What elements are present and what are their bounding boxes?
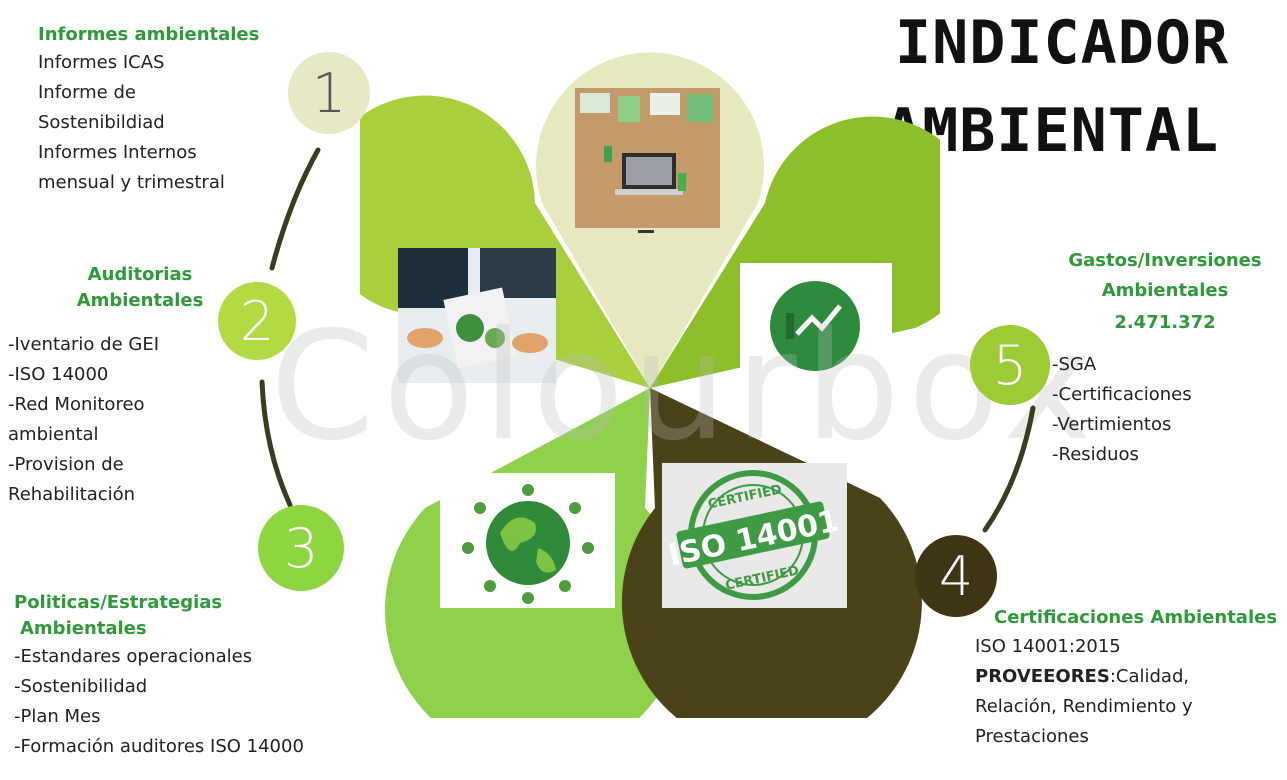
- step-2-item: Rehabilitación: [8, 484, 136, 505]
- step-3-item: -Sostenibilidad: [14, 676, 148, 697]
- step-2-item: ambiental: [8, 424, 99, 445]
- step-5-list: -SGA -Certificaciones -Vertimientos -Res…: [1052, 350, 1272, 470]
- step-3-heading-line1: Politicas/Estrategias: [14, 592, 223, 613]
- step-5-heading-line2: Ambientales: [1101, 280, 1229, 301]
- step-2-number: 2: [239, 289, 275, 353]
- watermark: Colourbox: [270, 300, 1100, 474]
- step-1-heading: Informes ambientales: [38, 24, 260, 45]
- step-2-item: -Provision de: [8, 454, 124, 475]
- step-3-heading-line2: Ambientales: [20, 618, 147, 639]
- step-5-item: -Residuos: [1052, 444, 1139, 465]
- step-3-item: -Estandares operacionales: [14, 646, 253, 667]
- step-1-circle: 1: [288, 52, 370, 134]
- title-line-1: INDICADOR: [895, 8, 1230, 78]
- step-5-amount: 2.471.372: [1114, 312, 1216, 333]
- petal-divider: [638, 230, 654, 233]
- step-4-heading-block: Certificaciones Ambientales: [994, 605, 1284, 631]
- step-2-heading-line1: Auditorias: [87, 264, 193, 285]
- step-4-item: Prestaciones: [975, 726, 1089, 747]
- step-2-item: -ISO 14000: [8, 364, 109, 385]
- laptop-workspace-image: [575, 88, 720, 228]
- step-4-item: ISO 14001:2015: [975, 636, 1121, 657]
- eco-globe-image: [440, 473, 615, 608]
- step-1-item: Informes Internos: [38, 142, 197, 163]
- step-4-circle: 4: [915, 535, 997, 617]
- step-4-list: ISO 14001:2015 PROVEEORES:Calidad, Relac…: [975, 632, 1285, 752]
- step-3-item: -Plan Mes: [14, 706, 101, 727]
- step-5-item: -Vertimientos: [1052, 414, 1172, 435]
- step-3-block: Politicas/Estrategias Ambientales -Estan…: [14, 590, 354, 762]
- step-4-proveedores-line: PROVEEORES:Calidad,: [975, 662, 1285, 692]
- step-1-item: Informe de: [38, 82, 136, 103]
- step-4-item: Relación, Rendimiento y: [975, 696, 1193, 717]
- step-5-heading-line1: Gastos/Inversiones: [1068, 250, 1262, 271]
- step-5-circle: 5: [970, 325, 1050, 405]
- step-1-number: 1: [311, 61, 347, 125]
- step-1-block: Informes ambientales Informes ICAS Infor…: [38, 22, 298, 198]
- chart-app-image: [740, 263, 892, 388]
- step-4-number: 4: [938, 544, 974, 608]
- step-1-item: Sostenibildiad: [38, 112, 165, 133]
- step-4-heading: Certificaciones Ambientales: [994, 607, 1278, 628]
- step-2-item: -Red Monitoreo: [8, 394, 145, 415]
- step-3-item: -Formación auditores ISO 14000: [14, 736, 304, 757]
- step-5-item: -SGA: [1052, 354, 1097, 375]
- step-2-item: -Iventario de GEI: [8, 334, 160, 355]
- step-1-item: mensual y trimestral: [38, 172, 225, 193]
- step-1-item: Informes ICAS: [38, 52, 165, 73]
- step-5-number: 5: [992, 333, 1028, 397]
- step-5-item: -Certificaciones: [1052, 384, 1192, 405]
- title-line-2: AMBIENTAL: [885, 96, 1220, 166]
- step-4-bold-label: PROVEEORES: [975, 666, 1110, 687]
- step-3-circle: 3: [258, 505, 344, 591]
- step-2-circle: 2: [218, 282, 296, 360]
- step-2-list: -Iventario de GEI -ISO 14000 -Red Monito…: [8, 330, 218, 510]
- step-4-bold-rest: :Calidad,: [1109, 666, 1190, 687]
- step-2-heading-block: Auditorias Ambientales: [60, 262, 220, 314]
- iso-14001-stamp-image: ISO 14001 CERTIFIED CERTIFIED: [662, 463, 847, 608]
- business-meeting-image: [398, 248, 556, 383]
- flower-diagram: ISO 14001 CERTIFIED CERTIFIED: [360, 52, 940, 718]
- step-3-number: 3: [283, 516, 319, 580]
- step-5-heading-block: Gastos/Inversiones Ambientales 2.471.372: [1050, 248, 1280, 336]
- step-2-heading-line2: Ambientales: [76, 290, 204, 311]
